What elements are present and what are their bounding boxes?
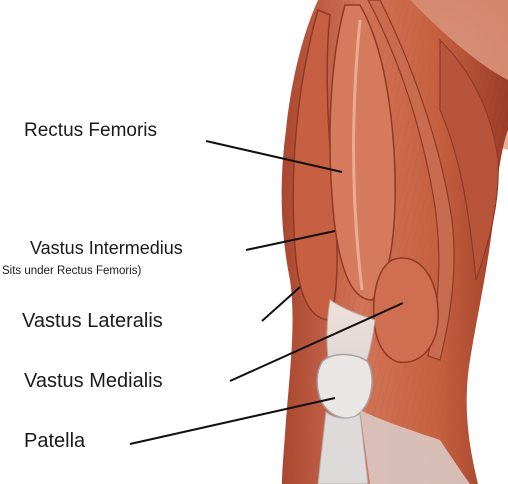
label-patella: Patella [24, 431, 85, 451]
label-rectus-femoris: Rectus Femoris [24, 121, 157, 140]
patella-shape [317, 355, 372, 418]
label-vastus-lateralis: Vastus Lateralis [22, 311, 163, 331]
vastus-medialis-shape [374, 258, 439, 362]
label-vastus-intermedius: Vastus Intermedius [30, 239, 183, 257]
label-vastus-intermedius-note: Sits under Rectus Femoris) [2, 266, 141, 278]
patellar-ligament [318, 412, 368, 484]
label-vastus-medialis: Vastus Medialis [24, 371, 163, 391]
